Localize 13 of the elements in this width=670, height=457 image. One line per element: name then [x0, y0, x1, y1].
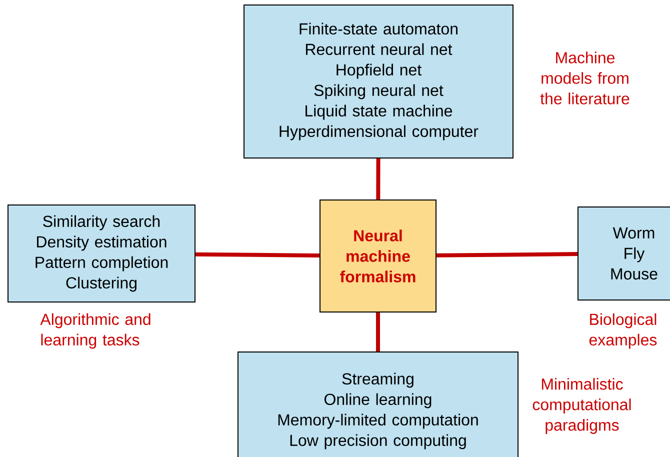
caption-text: Machine models from the literature [540, 52, 630, 104]
list-box: Similarity search Density estimation Pattern completion Clustering [8, 204, 196, 302]
connector-line [195, 252, 320, 258]
connector-line [376, 312, 380, 352]
caption-text: Biological examples [589, 313, 657, 349]
list-box: Worm Fly Mouse [578, 206, 670, 300]
connector-line [376, 158, 380, 200]
list-box: Streaming Online learning Memory-limited computation Low precision computing [238, 352, 518, 457]
caption-text: Minimalistic computational paradigms [532, 378, 631, 434]
list-box: Finite-state automaton Recurrent neural net Hopfield net Spiking neural net Liquid state machine Hyperdimensional computer [244, 4, 514, 158]
formalism-box: Neural machine formalism [320, 200, 436, 312]
caption-text: Algorithmic and learning tasks [40, 313, 150, 349]
connector-line [436, 252, 578, 258]
